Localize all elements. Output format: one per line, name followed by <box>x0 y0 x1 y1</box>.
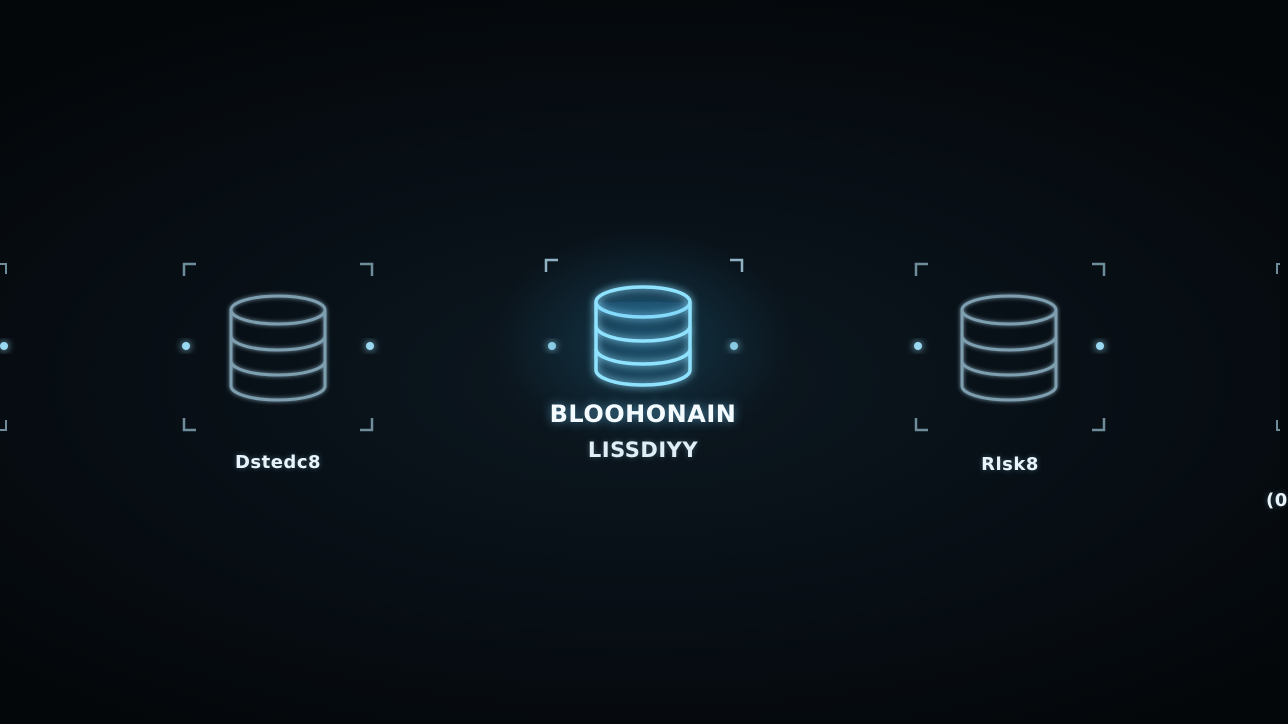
dot-icon <box>182 342 190 350</box>
bracket-far-left <box>0 263 7 431</box>
node-center-label: BLOOHONAIN <box>549 400 737 428</box>
edge-partial-label: (0 <box>1266 490 1288 511</box>
node-left[interactable] <box>182 262 374 432</box>
node-right[interactable] <box>914 262 1106 432</box>
node-center[interactable] <box>493 230 793 450</box>
node-center-sublabel: LISSDIYY <box>587 438 699 462</box>
database-icon <box>229 294 327 402</box>
database-icon <box>594 285 692 387</box>
bracket-left-node <box>182 262 374 432</box>
dot-icon <box>366 342 374 350</box>
bracket-right-node <box>914 262 1106 432</box>
bracket-center-node <box>544 258 744 272</box>
node-left-label: Dstedc8 <box>234 452 322 473</box>
database-icon <box>960 294 1058 402</box>
dot-icon <box>1096 342 1104 350</box>
dot-icon <box>914 342 922 350</box>
dot-icon <box>0 342 8 350</box>
bracket-far-right <box>1276 263 1280 431</box>
node-right-label: Rlsk8 <box>981 454 1039 475</box>
